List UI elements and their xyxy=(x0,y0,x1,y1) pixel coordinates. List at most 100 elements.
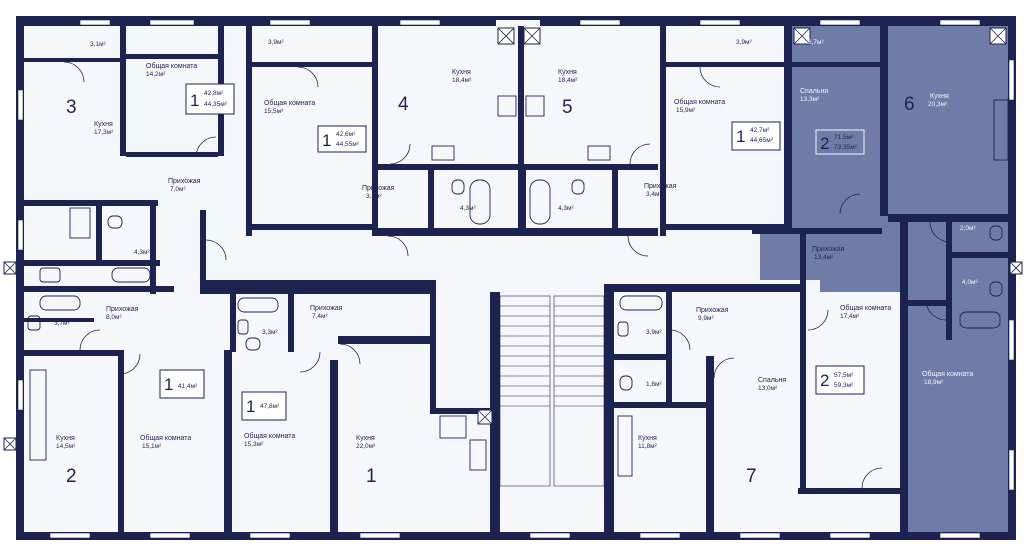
svg-text:71,5м²: 71,5м² xyxy=(834,134,854,141)
svg-text:42,7м²: 42,7м² xyxy=(750,127,770,134)
badge-apt-1-left: 1 41,4м² xyxy=(159,369,205,399)
svg-text:8,0м²: 8,0м² xyxy=(106,314,123,321)
svg-text:Общая комната: Общая комната xyxy=(264,99,315,107)
svg-text:7,0м²: 7,0м² xyxy=(170,186,187,193)
svg-text:1: 1 xyxy=(246,397,255,416)
svg-text:59,3м²: 59,3м² xyxy=(834,382,854,389)
svg-text:9,9м²: 9,9м² xyxy=(698,315,715,322)
svg-text:15,1м²: 15,1м² xyxy=(142,443,162,450)
svg-text:Общая комната: Общая комната xyxy=(244,432,295,440)
svg-text:3,3м²: 3,3м² xyxy=(262,329,279,336)
svg-text:Прихожая: Прихожая xyxy=(310,305,343,312)
svg-text:13,4м²: 13,4м² xyxy=(814,254,834,261)
svg-text:44,65м²: 44,65м² xyxy=(750,137,774,144)
svg-text:Общая комната: Общая комната xyxy=(922,370,973,378)
badge-apt-1-mid: 1 47,8м² xyxy=(241,391,287,421)
apartment-6-area xyxy=(760,26,1008,532)
svg-text:41,4м²: 41,4м² xyxy=(178,383,198,390)
svg-text:3,4м²: 3,4м² xyxy=(646,191,663,198)
svg-text:1: 1 xyxy=(164,375,173,394)
svg-text:Кухня: Кухня xyxy=(638,435,657,442)
badge-apt-2: 2 57,5м² 59,3м² xyxy=(815,365,865,395)
svg-text:Общая комната: Общая комната xyxy=(674,98,725,106)
svg-text:20,3м²: 20,3м² xyxy=(928,101,948,108)
svg-text:42,8м²: 42,8м² xyxy=(204,90,224,97)
svg-text:57,5м²: 57,5м² xyxy=(834,372,854,379)
svg-text:14,5м²: 14,5м² xyxy=(56,443,76,450)
svg-text:15,5м²: 15,5м² xyxy=(264,108,284,115)
svg-text:18,4м²: 18,4м² xyxy=(558,77,578,84)
interior-walls xyxy=(24,26,1008,532)
badge-apt-4: 1 42,6м² 44,55м² xyxy=(317,125,367,153)
svg-text:3,2м²: 3,2м² xyxy=(366,193,383,200)
corridor-notch xyxy=(496,20,540,26)
doors xyxy=(63,61,951,489)
svg-text:Прихожая: Прихожая xyxy=(644,183,677,190)
svg-text:17,4м²: 17,4м² xyxy=(840,313,860,320)
room-labels: Общая комната 14,2м² Кухня 17,3м² Прихож… xyxy=(54,39,979,450)
svg-text:3,7м²: 3,7м² xyxy=(54,320,71,327)
apartment-number-4: 4 xyxy=(398,94,409,115)
apartment-number-2: 2 xyxy=(66,466,77,487)
svg-text:3,1м²: 3,1м² xyxy=(90,41,107,48)
svg-text:42,6м²: 42,6м² xyxy=(336,131,356,138)
svg-text:15,9м²: 15,9м² xyxy=(676,107,696,114)
svg-text:4,3м²: 4,3м² xyxy=(134,249,151,256)
svg-text:7,4м²: 7,4м² xyxy=(312,313,329,320)
svg-text:1: 1 xyxy=(322,131,331,150)
svg-text:47,8м²: 47,8м² xyxy=(260,403,280,410)
svg-text:3,9м²: 3,9м² xyxy=(646,329,663,336)
svg-text:14,2м²: 14,2м² xyxy=(146,71,166,78)
svg-text:18,4м²: 18,4м² xyxy=(452,77,472,84)
svg-text:Прихожая: Прихожая xyxy=(812,246,845,253)
svg-text:Кухня: Кухня xyxy=(94,121,113,128)
svg-text:17,3м²: 17,3м² xyxy=(94,129,114,136)
windows xyxy=(17,19,1015,539)
svg-text:Кухня: Кухня xyxy=(452,69,471,76)
badge-apt-6: 2 71,5м² 73,35м² xyxy=(815,129,865,155)
svg-text:15,3м²: 15,3м² xyxy=(244,441,264,448)
svg-text:Общая комната: Общая комната xyxy=(146,62,197,70)
svg-text:1: 1 xyxy=(736,127,745,146)
svg-text:13,0м²: 13,0м² xyxy=(758,385,778,392)
vent-shafts xyxy=(3,27,1023,451)
svg-text:Прихожая: Прихожая xyxy=(106,306,139,313)
apartment-number-1: 1 xyxy=(366,466,377,487)
apartment-numbers: 3 4 5 6 2 1 7 xyxy=(66,94,915,487)
svg-text:2: 2 xyxy=(820,371,829,390)
svg-text:Спальня: Спальня xyxy=(800,88,828,95)
svg-text:Кухня: Кухня xyxy=(930,93,949,100)
svg-text:44,55м²: 44,55м² xyxy=(336,141,360,148)
badge-apt-5: 1 42,7м² 44,65м² xyxy=(731,121,781,151)
svg-text:Спальня: Спальня xyxy=(758,377,786,384)
badge-apt-3: 1 42,8м² 44,35м² xyxy=(185,83,235,115)
svg-text:2,0м²: 2,0м² xyxy=(960,225,977,232)
svg-text:3,7м²: 3,7м² xyxy=(808,39,825,46)
svg-text:Общая комната: Общая комната xyxy=(140,434,191,442)
svg-text:2: 2 xyxy=(820,134,829,153)
svg-text:4,0м²: 4,0м² xyxy=(962,279,979,286)
apartment-number-7: 7 xyxy=(746,466,757,487)
svg-text:1,8м²: 1,8м² xyxy=(646,381,663,388)
apartment-number-5: 5 xyxy=(562,97,573,118)
svg-text:4,3м²: 4,3м² xyxy=(460,205,477,212)
svg-text:22,0м²: 22,0м² xyxy=(356,443,376,450)
svg-text:3,9м²: 3,9м² xyxy=(736,39,753,46)
svg-text:Кухня: Кухня xyxy=(558,69,577,76)
svg-text:13,3м²: 13,3м² xyxy=(800,96,820,103)
svg-text:Общая комната: Общая комната xyxy=(840,304,891,312)
svg-text:73,35м²: 73,35м² xyxy=(834,144,858,151)
plumbing-fixtures xyxy=(27,95,1009,477)
svg-text:Прихожая: Прихожая xyxy=(696,307,729,314)
staircase xyxy=(499,295,605,487)
svg-text:1: 1 xyxy=(190,91,199,110)
svg-text:Кухня: Кухня xyxy=(56,435,75,442)
svg-text:11,8м²: 11,8м² xyxy=(638,443,658,450)
svg-text:Прихожая: Прихожая xyxy=(362,185,395,192)
apartment-number-3: 3 xyxy=(66,97,77,118)
svg-text:Прихожая: Прихожая xyxy=(168,178,201,185)
svg-text:4,3м²: 4,3м² xyxy=(558,205,575,212)
svg-text:18,9м²: 18,9м² xyxy=(924,379,944,386)
svg-text:Кухня: Кухня xyxy=(356,435,375,442)
